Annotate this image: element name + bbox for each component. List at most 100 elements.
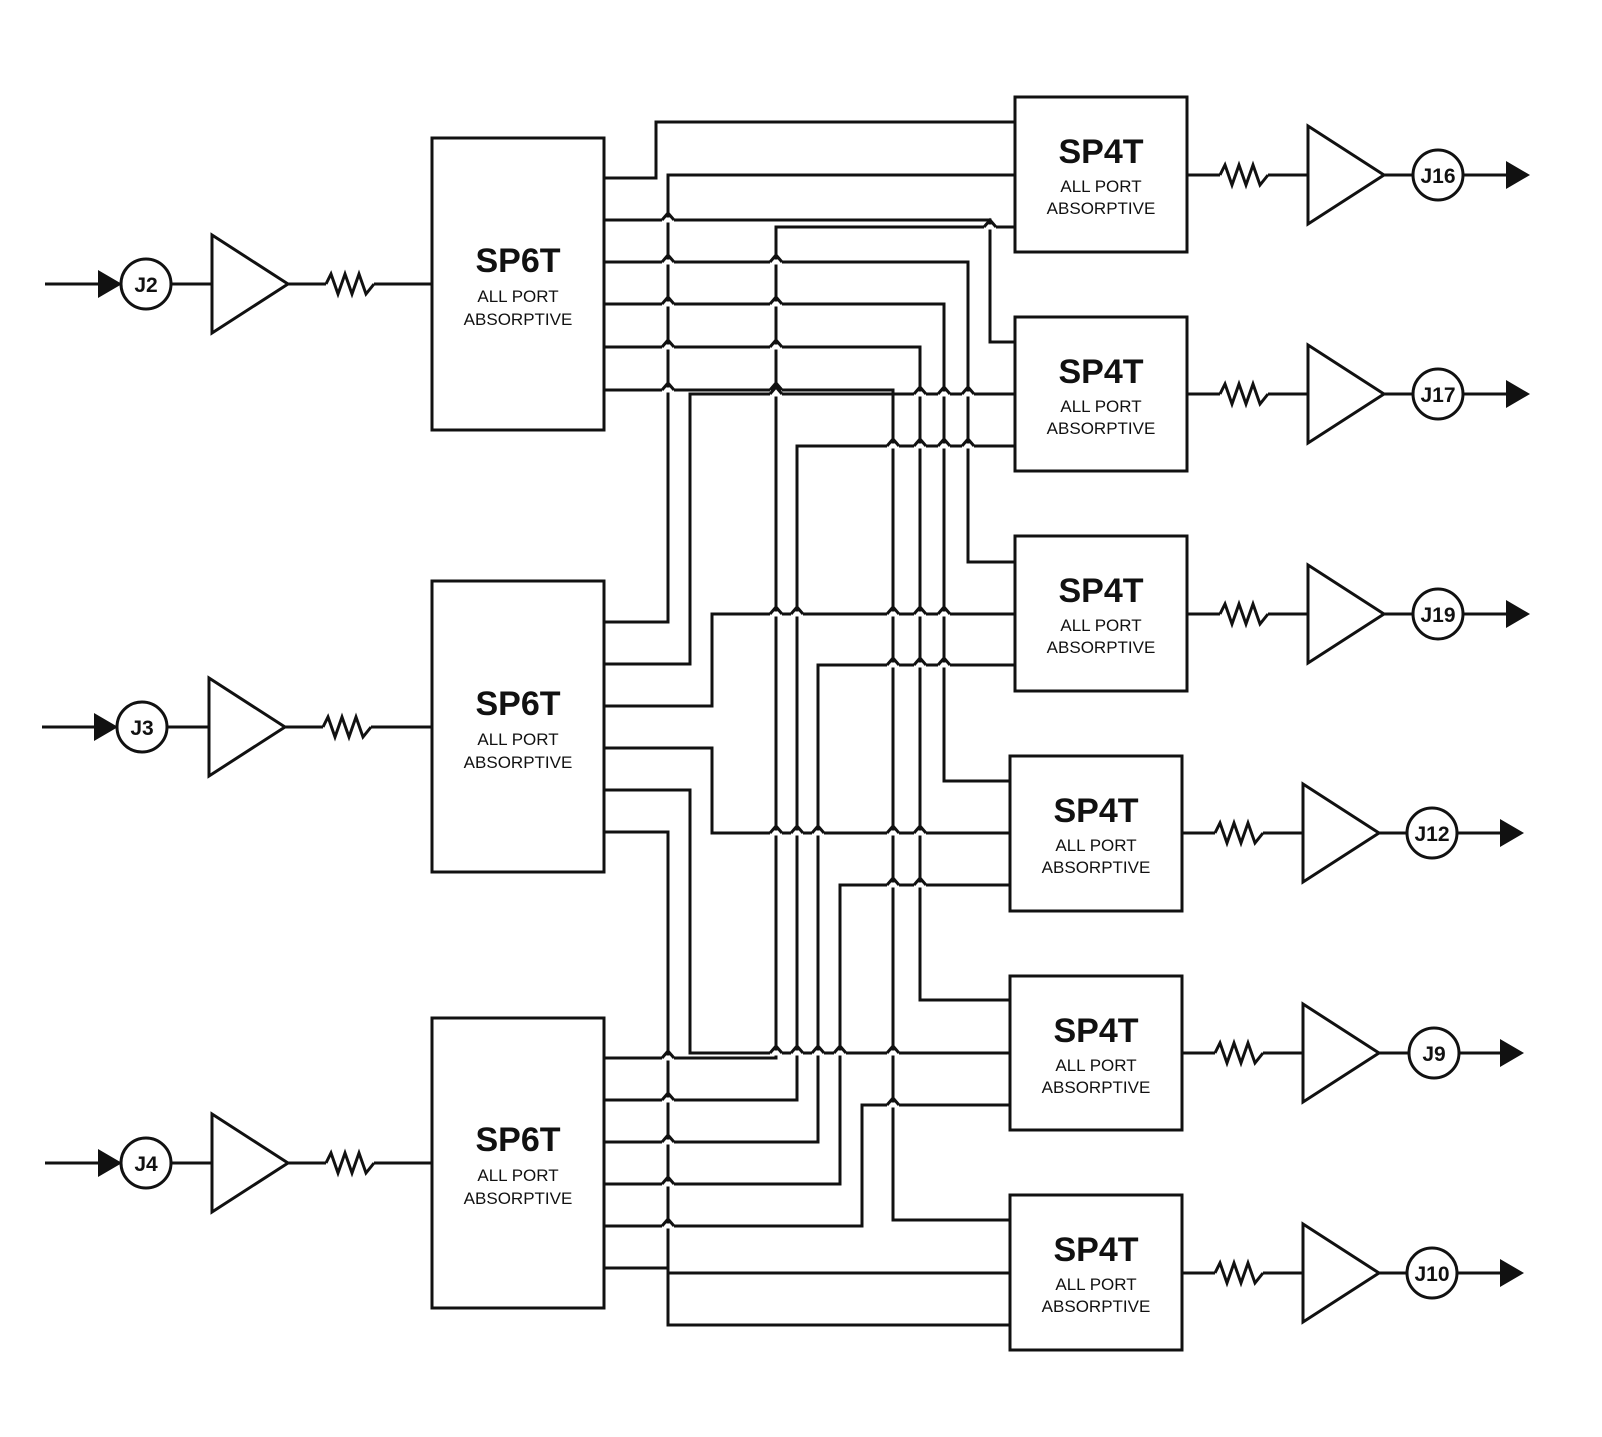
input-arrow-icon	[98, 270, 122, 298]
resistor-icon	[1213, 1258, 1265, 1288]
switch-subtitle-line1: ALL PORT	[1060, 616, 1141, 635]
sp4t-switch	[1013, 534, 1189, 693]
resistor-icon	[1213, 1038, 1265, 1068]
sp4t-switch	[1008, 754, 1184, 913]
wire-sp6t3-p3	[604, 663, 1015, 1144]
switch-subtitle-line2: ABSORPTIVE	[464, 1189, 573, 1208]
resistor-icon	[324, 1148, 376, 1178]
input-chain-j2: J2 SP6T ALL PORT ABSORPTIVE	[45, 136, 606, 432]
wire-sp6t1-p3	[604, 260, 1015, 564]
port-label: J10	[1414, 1263, 1449, 1286]
amplifier-icon	[1301, 781, 1382, 885]
port-connector	[1407, 1026, 1461, 1080]
crossing-hops	[660, 210, 998, 1229]
port-connector	[1411, 587, 1465, 641]
port-connector	[1405, 806, 1459, 860]
switch-subtitle-line2: ABSORPTIVE	[1042, 1297, 1151, 1316]
port-label: J16	[1420, 165, 1455, 188]
output-chain-j16: SP4T ALL PORT ABSORPTIVE J16	[1013, 95, 1530, 254]
amplifier-icon	[1301, 1001, 1382, 1105]
output-arrow-icon	[1500, 819, 1524, 847]
wire-sp6t3-p2	[604, 444, 1015, 1102]
wire-sp6t1-p1	[604, 120, 1015, 180]
port-label: J12	[1414, 823, 1449, 846]
switch-subtitle-line1: ALL PORT	[1055, 1056, 1136, 1075]
output-chain-j10: SP4T ALL PORT ABSORPTIVE J10	[1008, 1193, 1524, 1352]
output-chain-j12: SP4T ALL PORT ABSORPTIVE J12	[1008, 754, 1524, 913]
amplifier-icon	[1306, 342, 1387, 446]
port-connector	[119, 1136, 173, 1190]
port-connector	[1405, 1246, 1459, 1300]
sp6t-switch	[430, 579, 606, 874]
port-label: J3	[130, 717, 153, 740]
output-arrow-icon	[1500, 1259, 1524, 1287]
resistor-icon	[1218, 599, 1270, 629]
sp6t-switch	[430, 136, 606, 432]
switch-subtitle-line1: ALL PORT	[477, 287, 558, 306]
amplifier-icon	[207, 675, 288, 779]
switch-subtitle-line2: ABSORPTIVE	[1047, 199, 1156, 218]
output-arrow-icon	[1506, 600, 1530, 628]
port-label: J4	[134, 1153, 158, 1176]
wire-sp6t2-p2	[604, 392, 1015, 666]
switch-subtitle-line2: ABSORPTIVE	[1047, 419, 1156, 438]
input-chain-j4: J4 SP6T ALL PORT ABSORPTIVE	[45, 1016, 606, 1310]
switch-subtitle-line2: ABSORPTIVE	[464, 310, 573, 329]
port-label: J2	[134, 274, 157, 297]
interconnect-wires	[604, 120, 1015, 1327]
switch-subtitle-line1: ALL PORT	[1060, 177, 1141, 196]
switch-title: SP6T	[475, 242, 560, 280]
input-arrow-icon	[98, 1149, 122, 1177]
input-arrow-icon	[94, 713, 118, 741]
switch-title: SP4T	[1058, 572, 1143, 610]
switch-title: SP4T	[1053, 792, 1138, 830]
switch-subtitle-line2: ABSORPTIVE	[1047, 638, 1156, 657]
wire-sp6t1-p4	[604, 302, 1010, 783]
wire-sp6t2-p4	[604, 746, 1010, 835]
output-arrow-icon	[1506, 380, 1530, 408]
wire-sp6t1-p6	[604, 388, 1010, 1222]
switch-title: SP4T	[1053, 1012, 1138, 1050]
resistor-icon	[1218, 160, 1270, 190]
switch-title: SP6T	[475, 1121, 560, 1159]
resistor-icon	[321, 712, 373, 742]
port-connector	[1411, 367, 1465, 421]
wire-sp6t1-p5	[604, 345, 1010, 1002]
switch-title: SP6T	[475, 685, 560, 723]
wire-sp6t2-p1	[604, 173, 1015, 624]
wire-sp6t2-p3	[604, 612, 1015, 708]
output-arrow-icon	[1506, 161, 1530, 189]
port-label: J9	[1422, 1043, 1445, 1066]
port-connector	[115, 700, 169, 754]
output-chain-j9: SP4T ALL PORT ABSORPTIVE J9	[1008, 974, 1524, 1132]
switch-title: SP4T	[1058, 133, 1143, 171]
output-chain-j19: SP4T ALL PORT ABSORPTIVE J19	[1013, 534, 1530, 693]
wire-sp6t3-p6	[604, 1266, 1010, 1327]
switch-subtitle-line2: ABSORPTIVE	[1042, 1078, 1151, 1097]
switch-subtitle-line2: ABSORPTIVE	[1042, 858, 1151, 877]
resistor-icon	[324, 269, 376, 299]
sp6t-switch	[430, 1016, 606, 1310]
wire-sp6t3-p1	[604, 225, 1015, 1060]
sp4t-switch	[1008, 1193, 1184, 1352]
resistor-icon	[1213, 818, 1265, 848]
switch-title: SP4T	[1053, 1231, 1138, 1269]
switch-subtitle-line2: ABSORPTIVE	[464, 753, 573, 772]
amplifier-icon	[1306, 123, 1387, 227]
switch-subtitle-line1: ALL PORT	[1055, 1275, 1136, 1294]
output-chain-j17: SP4T ALL PORT ABSORPTIVE J17	[1013, 315, 1530, 473]
switch-subtitle-line1: ALL PORT	[1060, 397, 1141, 416]
sp4t-switch	[1008, 974, 1184, 1132]
switch-subtitle-line1: ALL PORT	[477, 1166, 558, 1185]
port-label: J19	[1420, 604, 1455, 627]
output-arrow-icon	[1500, 1039, 1524, 1067]
wire-sp6t2-p5	[604, 788, 1010, 1055]
switch-title: SP4T	[1058, 353, 1143, 391]
amplifier-icon	[210, 232, 291, 336]
port-connector	[119, 257, 173, 311]
sp4t-switch	[1013, 95, 1189, 254]
port-label: J17	[1420, 384, 1455, 407]
switch-subtitle-line1: ALL PORT	[477, 730, 558, 749]
amplifier-icon	[1306, 562, 1387, 666]
